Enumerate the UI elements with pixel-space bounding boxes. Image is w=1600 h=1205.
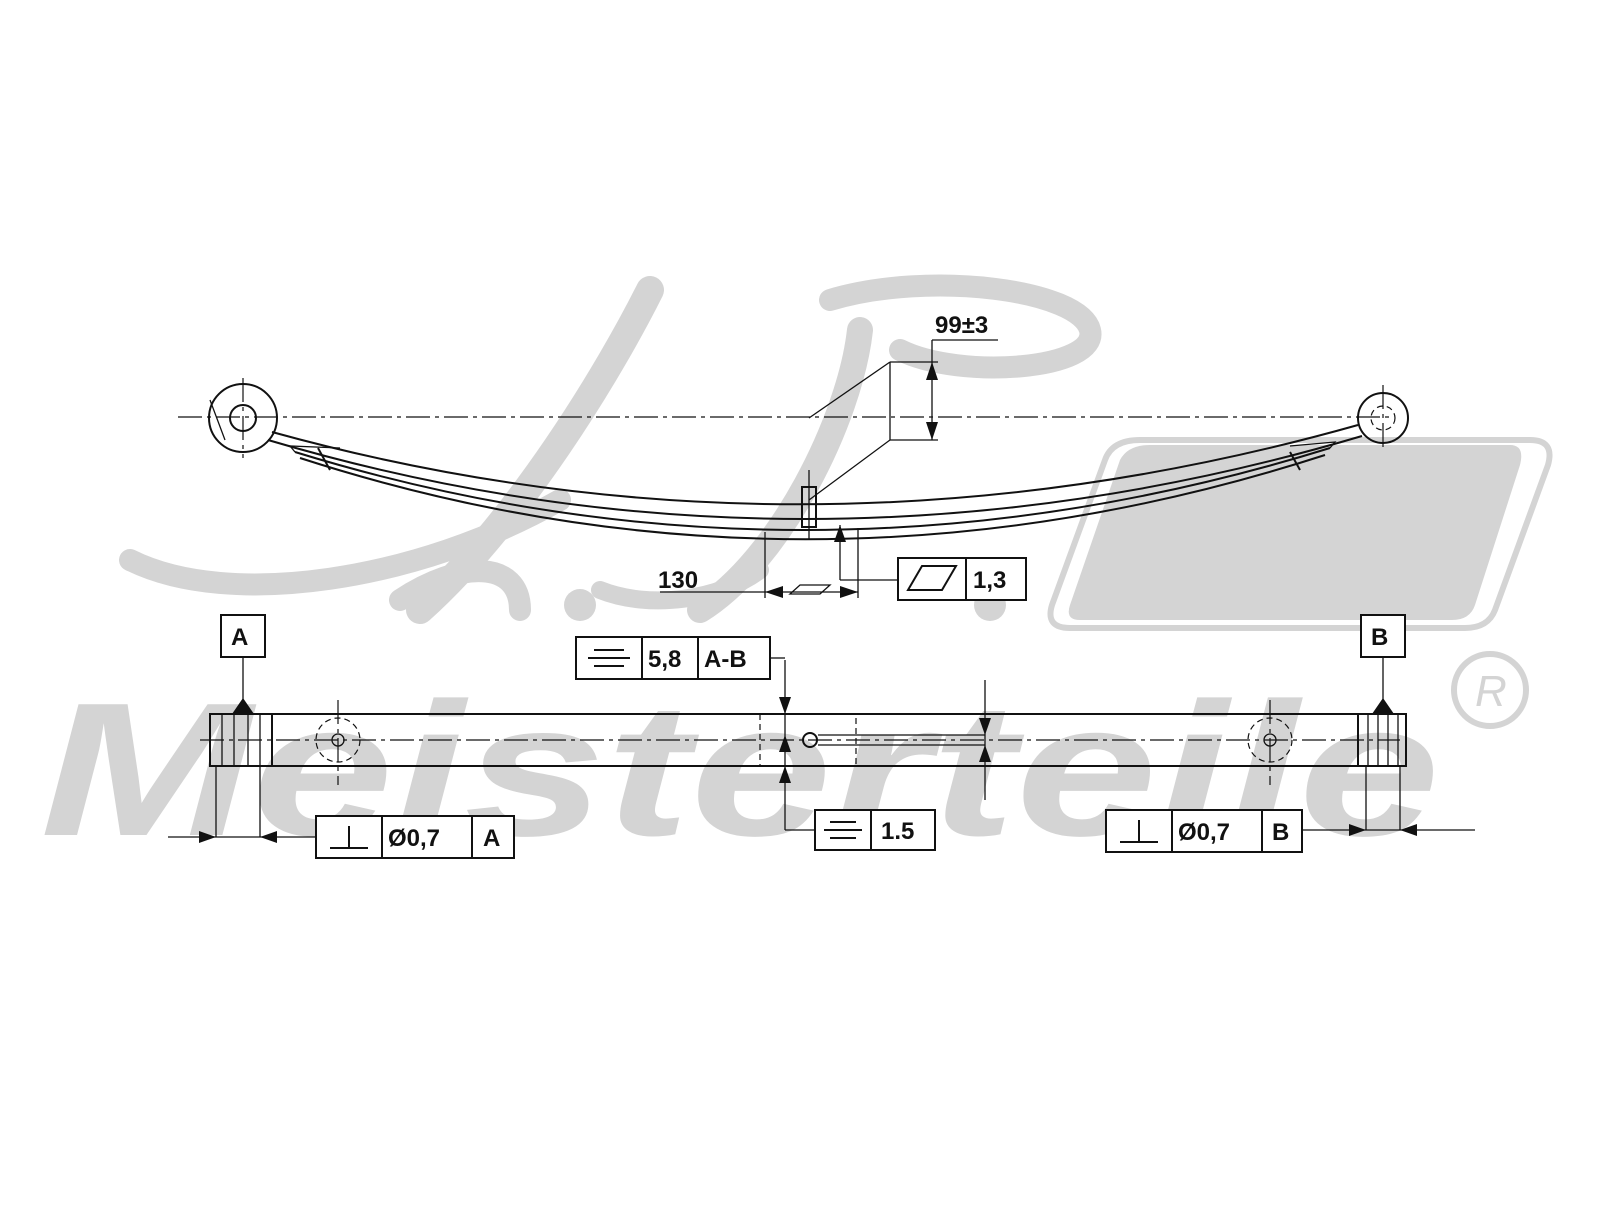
perp-left-extensions — [168, 766, 316, 843]
symmetry-top-datum: A-B — [704, 646, 747, 673]
left-bushing — [209, 713, 273, 767]
flatness-tolerance: 1,3 — [973, 567, 1006, 594]
second-leaf — [294, 447, 1331, 531]
perp-right-extensions — [1300, 766, 1475, 836]
perpendicularity-icon — [1120, 820, 1158, 843]
symmetry-frame-bottom: 1.5 — [814, 809, 936, 851]
datum-b-label: B — [1371, 624, 1388, 651]
right-eye — [1357, 385, 1409, 452]
spring-top-view: A B — [168, 614, 1475, 843]
watermark-monogram — [119, 274, 1102, 624]
datum-a-label: A — [231, 624, 248, 651]
center-offset-label: 130 — [658, 567, 698, 594]
perp-a-datum: A — [483, 825, 500, 852]
flatness-icon — [906, 565, 958, 591]
arch-height-label: 99±3 — [935, 312, 988, 339]
datum-a: A — [220, 614, 266, 714]
watermark-logo-bars — [1047, 437, 1553, 631]
registered-mark-letter: R — [1475, 667, 1507, 716]
spring-side-view: 99±3 130 — [178, 312, 1409, 598]
symmetry-icon — [588, 649, 630, 667]
left-eye — [208, 378, 278, 458]
arch-height-dimension: 99±3 — [808, 312, 998, 501]
left-clip-hole — [315, 700, 361, 785]
symmetry-icon — [824, 821, 862, 839]
symmetry-bottom-tolerance: 1.5 — [881, 818, 914, 845]
watermark-registered-mark: R — [1451, 651, 1529, 729]
datum-b: B — [1360, 614, 1406, 714]
perp-b-tolerance: Ø0,7 — [1178, 819, 1230, 846]
flatness-frame: 1,3 — [897, 557, 1027, 601]
symmetry-arrows — [779, 660, 991, 800]
perpendicularity-icon — [330, 826, 368, 849]
perpendicularity-frame-b: Ø0,7 B — [1105, 809, 1303, 853]
center-offset-dimension: 130 — [658, 528, 859, 598]
main-leaf-top — [271, 424, 1359, 506]
perpendicularity-frame-a: Ø0,7 A — [315, 815, 515, 859]
perp-b-datum: B — [1272, 819, 1289, 846]
second-leaf-bottom — [299, 454, 1326, 541]
symmetry-top-tolerance: 5,8 — [648, 646, 681, 673]
right-clip-hole — [1247, 700, 1293, 785]
left-clip — [317, 447, 331, 471]
symmetry-frame-top: 5,8 A-B — [575, 636, 771, 680]
right-clip — [1289, 451, 1301, 471]
main-leaf-bottom — [267, 435, 1363, 520]
perp-a-tolerance: Ø0,7 — [388, 825, 440, 852]
center-seat — [759, 713, 985, 767]
